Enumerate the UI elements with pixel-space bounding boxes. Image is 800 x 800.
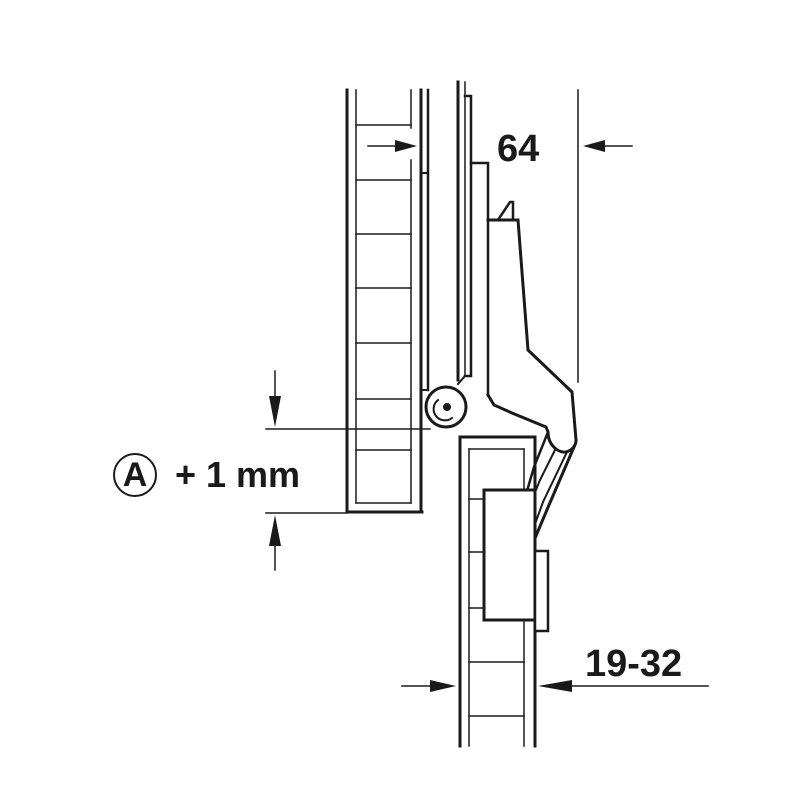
dimension-19-32-label: 19-32 (585, 643, 683, 685)
hinge-cup (482, 488, 550, 633)
reference-a-badge: A (113, 453, 157, 497)
dimension-64-label: 64 (497, 128, 540, 170)
dimension-19-32 (401, 680, 709, 692)
dimension-64 (367, 89, 633, 383)
mounting-plate (456, 80, 490, 397)
dimension-gap-label: A + 1 mm (113, 453, 300, 497)
gap-suffix-text: + 1 mm (175, 454, 301, 495)
hinge-pivot (420, 385, 468, 429)
dimension-gap (265, 370, 431, 571)
lower-door-panel (458, 435, 537, 748)
upper-cabinet-panel (345, 88, 430, 514)
